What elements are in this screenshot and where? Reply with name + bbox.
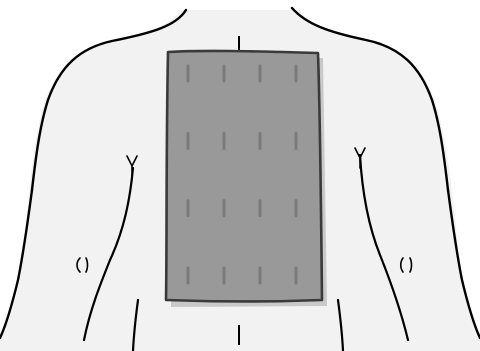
heat-pad xyxy=(166,51,322,302)
